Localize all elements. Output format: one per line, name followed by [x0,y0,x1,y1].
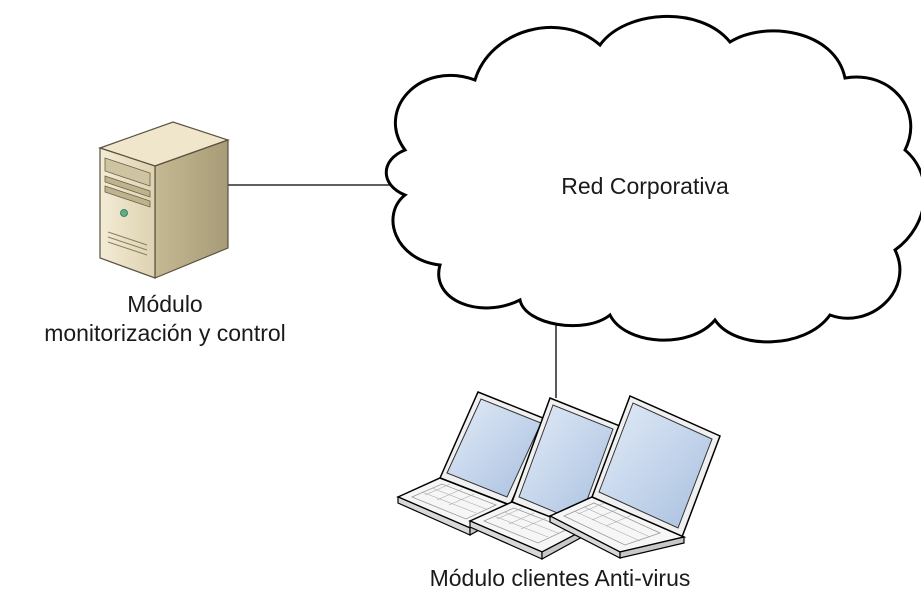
cloud-icon [384,14,921,344]
cloud-label: Red Corporativa [561,173,729,199]
server-tower-icon [98,121,230,279]
server-label-line2: monitorización y control [44,319,286,346]
server-label-line1: Módulo [127,291,203,317]
laptop-icon [548,394,721,559]
clients-label: Módulo clientes Anti-virus [429,565,691,590]
server-label: Módulo monitorización y control [0,290,330,348]
